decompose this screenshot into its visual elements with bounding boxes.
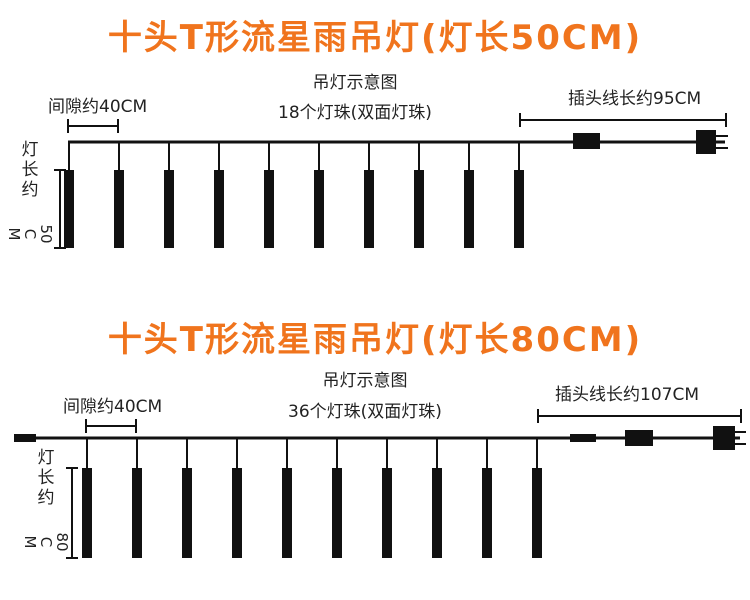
diagram-1-caption: 吊灯示意图 bbox=[312, 73, 398, 93]
diagram-1-tube-9 bbox=[464, 170, 474, 248]
diagram-2-caption: 吊灯示意图 bbox=[322, 371, 408, 391]
diagram-1-tube-6 bbox=[314, 170, 324, 248]
diagram-1-tube-4 bbox=[214, 170, 224, 248]
diagram-2-gap-label: 间隙约40CM bbox=[63, 397, 163, 417]
diagram-2-tube-10 bbox=[532, 468, 542, 558]
diagram-2-plug-icon bbox=[713, 426, 746, 450]
diagram-2-bead-count: 36个灯珠(双面灯珠) bbox=[288, 402, 442, 422]
diagram-2-plug-dimension bbox=[537, 409, 742, 423]
diagram-1-drawing bbox=[54, 113, 728, 249]
diagram-1-plug-dimension bbox=[519, 113, 727, 127]
diagram-1-tube-5 bbox=[264, 170, 274, 248]
diagram-2-tube-1 bbox=[82, 468, 92, 558]
diagram-2-tubes bbox=[82, 438, 542, 558]
diagram-2-drawing bbox=[14, 409, 746, 559]
diagram-1-tube-3 bbox=[164, 170, 174, 248]
diagram-1-tube-10 bbox=[514, 170, 524, 248]
diagram-2-tube-3 bbox=[182, 468, 192, 558]
diagram-2-controller-box bbox=[625, 430, 653, 446]
diagram-1-bead-count: 18个灯珠(双面灯珠) bbox=[278, 103, 432, 123]
diagram-1-tubes bbox=[64, 142, 524, 248]
diagram-1-tube-1 bbox=[64, 170, 74, 248]
diagram-1-length-label: 灯长约 50CM bbox=[5, 140, 55, 244]
diagram-2-tube-2 bbox=[132, 468, 142, 558]
diagram-2-tube-5 bbox=[282, 468, 292, 558]
diagram-2-length-dimension bbox=[66, 467, 78, 559]
diagram-1-gap-label: 间隙约40CM bbox=[48, 97, 148, 117]
diagram-2-tube-7 bbox=[382, 468, 392, 558]
diagram-1-tube-8 bbox=[414, 170, 424, 248]
diagram-2-length-label: 灯长约 80CM bbox=[21, 448, 71, 552]
diagram-2-gap-dimension bbox=[85, 419, 137, 433]
diagram-2-tube-4 bbox=[232, 468, 242, 558]
diagram-1-controller-box bbox=[573, 133, 600, 149]
diagram-1-gap-dimension bbox=[67, 119, 119, 133]
diagram-2-tube-8 bbox=[432, 468, 442, 558]
diagram-1-plug-label: 插头线长约95CM bbox=[568, 89, 702, 109]
diagram-2-plug-label: 插头线长约107CM bbox=[555, 385, 699, 405]
diagram-1-title: 十头T形流星雨吊灯(灯长50CM) bbox=[107, 18, 643, 58]
diagram-1-tube-2 bbox=[114, 170, 124, 248]
diagram-1-tube-7 bbox=[364, 170, 374, 248]
diagram-2-tube-6 bbox=[332, 468, 342, 558]
diagram-2-end-cap bbox=[14, 434, 36, 442]
diagram-2-tube-9 bbox=[482, 468, 492, 558]
diagram-2-inline-switch bbox=[570, 434, 596, 442]
diagram-2-title: 十头T形流星雨吊灯(灯长80CM) bbox=[107, 320, 643, 360]
diagram-1-plug-icon bbox=[696, 130, 728, 154]
